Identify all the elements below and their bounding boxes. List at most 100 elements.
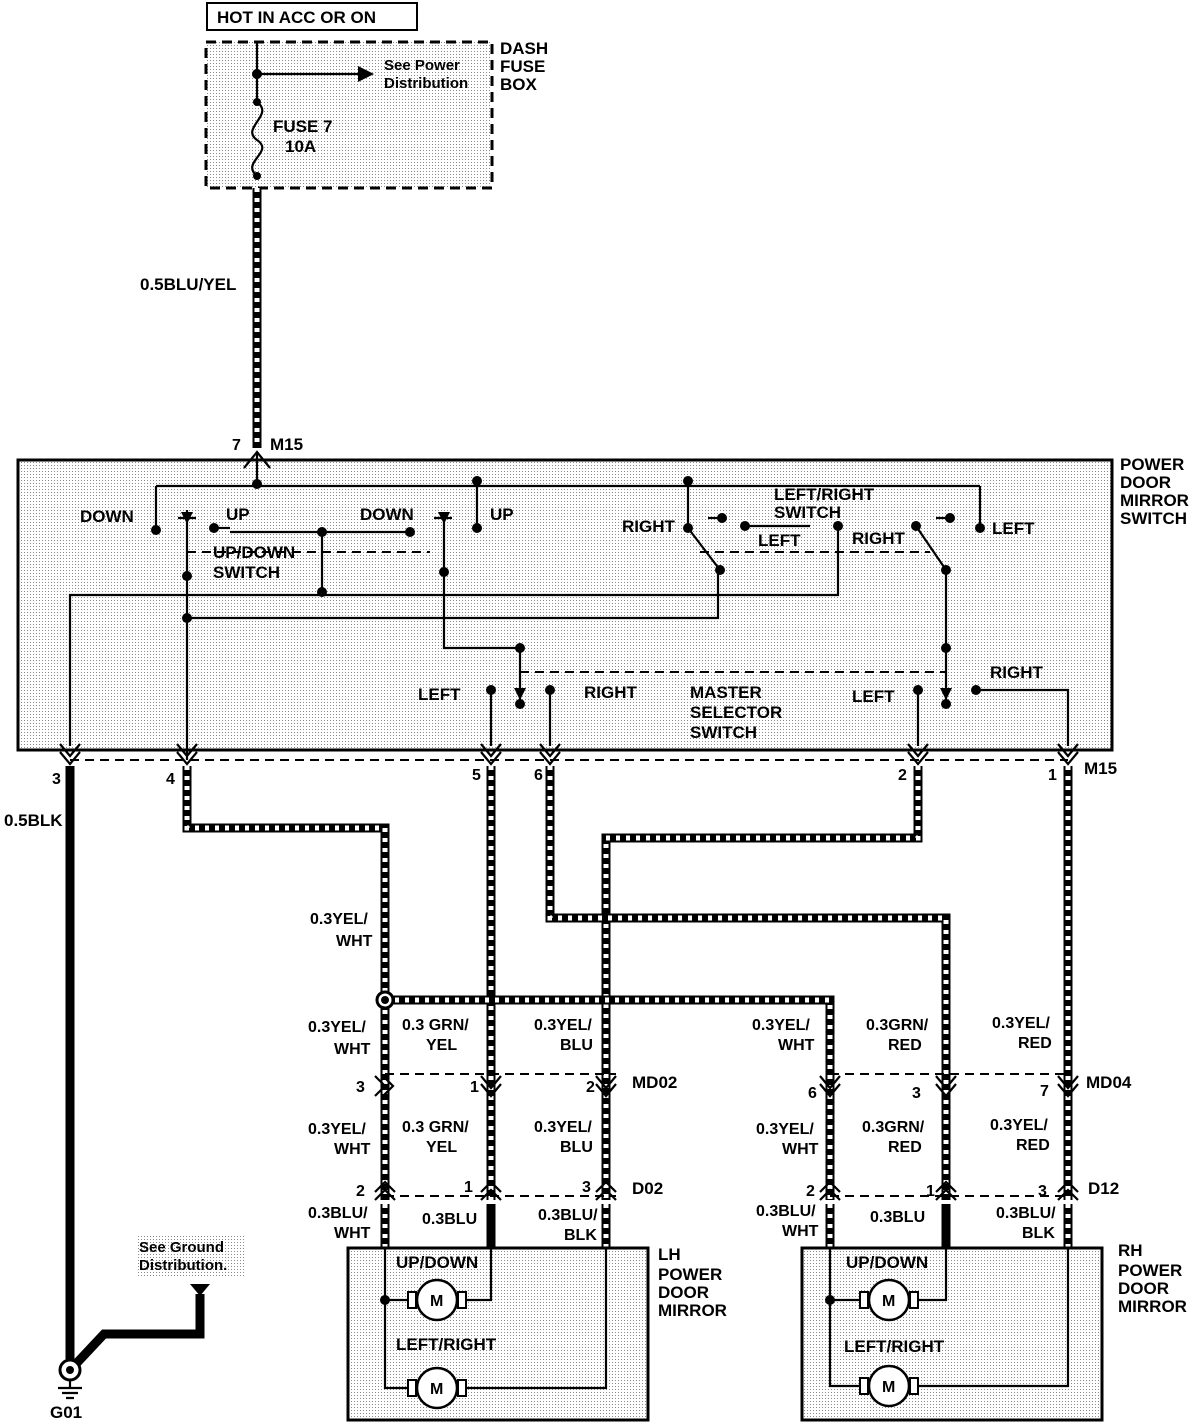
master-left-2: LEFT	[852, 687, 895, 706]
power-mirror-switch-box	[16, 458, 1114, 752]
md02-pin-1: 1	[470, 1079, 479, 1096]
d12-pin-3: 3	[1038, 1183, 1047, 1200]
md02-pin-3: 3	[356, 1079, 365, 1096]
wire-grn-red-2b: RED	[888, 1139, 922, 1156]
m15-top-label: M15	[270, 435, 303, 454]
lh-label-1: LH	[658, 1245, 681, 1264]
m15-pin-connectors	[59, 743, 1079, 766]
d02-pin-3: 3	[582, 1179, 591, 1196]
master-selector-1: MASTER	[690, 683, 762, 702]
lh-label-4: MIRROR	[658, 1301, 727, 1320]
wire-yel-wht-4a: 0.3YEL/	[308, 1121, 366, 1138]
wire-yel-wht-2a: 0.3YEL/	[308, 1019, 366, 1036]
d12-label: D12	[1088, 1179, 1119, 1198]
lh-mirror-box	[346, 1246, 650, 1422]
rh-updown-label: UP/DOWN	[846, 1253, 928, 1272]
harness-wires	[182, 766, 1073, 1200]
left-2: LEFT	[992, 519, 1035, 538]
ground-label: G01	[50, 1403, 82, 1422]
switch-bus-wire	[154, 452, 982, 530]
lh-updown-label: UP/DOWN	[396, 1253, 478, 1272]
wire-grn-yel-2a: 0.3 GRN/	[402, 1119, 469, 1136]
wire-blu-blk-r-b: BLK	[1022, 1225, 1055, 1242]
wire-blu-blk-l-b: BLK	[564, 1227, 597, 1244]
rh-label-3: DOOR	[1118, 1279, 1169, 1298]
lh-label-3: DOOR	[658, 1283, 709, 1302]
wire-blu-yel-label: 0.5BLU/YEL	[140, 275, 236, 294]
wire-yel-blu-2a: 0.3YEL/	[534, 1119, 592, 1136]
switch-label-2: DOOR	[1120, 473, 1171, 492]
m15-pin-2: 2	[898, 767, 907, 784]
wire-yel-wht-2b: WHT	[334, 1041, 371, 1058]
wire-grn-red-1a: 0.3GRN/	[866, 1017, 929, 1034]
svg-text:M: M	[882, 1379, 895, 1396]
lh-updown-motor-icon: M	[407, 1278, 467, 1322]
wire-yel-wht-3b: WHT	[778, 1037, 815, 1054]
md04-pin-6: 6	[808, 1085, 817, 1102]
wire-blu-wht-l-a: 0.3BLU/	[308, 1205, 368, 1222]
wire-yel-wht-1a: 0.3YEL/	[310, 911, 368, 928]
wire-blu-r: 0.3BLU	[870, 1209, 925, 1226]
rh-updown-motor-icon: M	[859, 1278, 919, 1322]
hot-in-box	[206, 2, 418, 31]
pin-7: 7	[232, 437, 241, 454]
updown-switch-2: SWITCH	[213, 563, 280, 582]
switch-label-3: MIRROR	[1120, 491, 1189, 510]
d-connector-icons	[374, 1180, 1079, 1201]
wire-blu-blk-r-a: 0.3BLU/	[996, 1205, 1056, 1222]
up-2: UP	[490, 505, 514, 524]
md04-pin-3: 3	[912, 1085, 921, 1102]
down-1: DOWN	[80, 507, 134, 526]
wire-yel-blu-1b: BLU	[560, 1037, 593, 1054]
fuse-label-1: FUSE 7	[273, 117, 333, 136]
rh-leftright-motor-icon: M	[859, 1364, 919, 1408]
m15-pin-4: 4	[166, 771, 175, 788]
power-dist-arrow-icon	[358, 66, 374, 82]
wire-yel-red-2b: RED	[1016, 1137, 1050, 1154]
lh-leftright-label: LEFT/RIGHT	[396, 1335, 497, 1354]
md04-label: MD04	[1086, 1073, 1132, 1092]
down-2: DOWN	[360, 505, 414, 524]
right-1: RIGHT	[622, 517, 676, 536]
m15-pin-1: 1	[1048, 767, 1057, 784]
rh-internal-wiring	[828, 1248, 1070, 1388]
rh-label-2: POWER	[1118, 1261, 1182, 1280]
md-connector-icons	[374, 1075, 1079, 1098]
mirror-feed-wires	[380, 1204, 1073, 1248]
wire-grn-red-2a: 0.3GRN/	[862, 1119, 925, 1136]
wire-grn-yel-1b: YEL	[426, 1037, 457, 1054]
ground-symbol-icon	[58, 1380, 82, 1400]
d12-pin-2: 2	[806, 1183, 815, 1200]
wire-yel-wht-3a: 0.3YEL/	[752, 1017, 810, 1034]
master-selector-2: SELECTOR	[690, 703, 782, 722]
wire-blu-l: 0.3BLU	[422, 1211, 477, 1228]
right-2: RIGHT	[852, 529, 906, 548]
wire-grn-yel-2b: YEL	[426, 1139, 457, 1156]
master-left: LEFT	[418, 685, 461, 704]
dash-fuse-label-2: FUSE	[500, 57, 545, 76]
md04-pin-7: 7	[1040, 1083, 1049, 1100]
d02-pin-1: 1	[464, 1179, 473, 1196]
d12-pin-1: 1	[926, 1183, 935, 1200]
updown-switch-1: UP/DOWN	[213, 543, 295, 562]
dash-fuse-label-3: BOX	[500, 75, 538, 94]
switch-label-4: SWITCH	[1120, 509, 1187, 528]
wire-yel-wht-5a: 0.3YEL/	[756, 1121, 814, 1138]
left-1: LEFT	[758, 531, 801, 550]
hot-in-label: HOT IN ACC OR ON	[217, 8, 376, 27]
wire-yel-red-1a: 0.3YEL/	[992, 1015, 1050, 1032]
master-selector-3: SWITCH	[690, 723, 757, 742]
wire-yel-wht-5b: WHT	[782, 1141, 819, 1158]
d02-pin-2: 2	[356, 1183, 365, 1200]
fuse-bottom-dot	[253, 172, 261, 180]
wire-yel-red-2a: 0.3YEL/	[990, 1117, 1048, 1134]
dash-fuse-label-1: DASH	[500, 39, 548, 58]
wire-yel-wht-1b: WHT	[336, 933, 373, 950]
leftright-pole-1	[687, 527, 721, 571]
d02-label: D02	[632, 1179, 663, 1198]
m15-pin-3: 3	[52, 771, 61, 788]
svg-text:M: M	[430, 1293, 443, 1310]
ground-dist-wire	[70, 1294, 205, 1370]
